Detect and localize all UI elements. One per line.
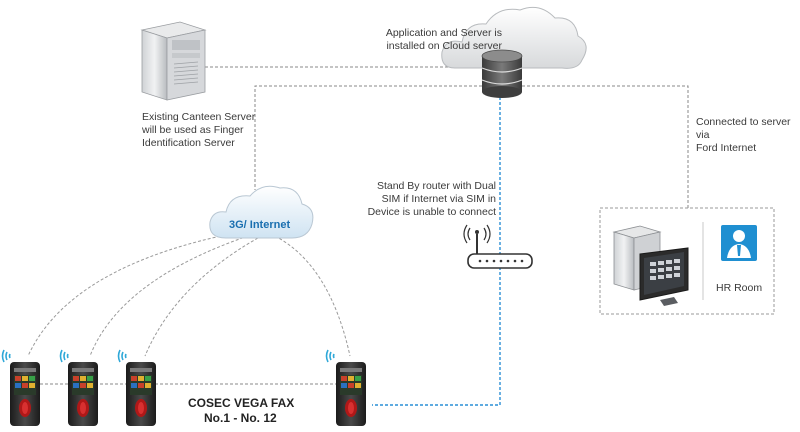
standby-router-label: Stand By router with Dual SIM if Interne… [367, 180, 496, 218]
link-cloud-to-device-blue [372, 97, 501, 406]
canteen-server-label: Existing Canteen Server will be used as … [142, 111, 256, 149]
link-internet-to-device-2 [89, 235, 249, 357]
wifi-signal-icon [59, 349, 69, 363]
wifi-signal-icon [325, 349, 335, 363]
wifi-signal-icon [117, 349, 127, 363]
desktop-computer-icon [612, 225, 689, 306]
internet-cloud-icon [209, 185, 314, 239]
fingerprint-device-1 [1, 349, 40, 426]
link-cloud-to-hr [522, 85, 689, 208]
fingerprint-device-4 [325, 349, 366, 426]
connections [27, 66, 689, 406]
device-name-label: COSEC VEGA FAX [188, 396, 295, 410]
link-internet-to-device-4 [274, 235, 351, 357]
fingerprint-device-3 [117, 349, 156, 426]
tower-server-icon [140, 21, 207, 101]
link-cloud-to-internet [254, 85, 482, 190]
wifi-signal-icon [1, 349, 11, 363]
ford-internet-label: Connected to server via Ford Internet [696, 116, 791, 154]
link-internet-to-device-1 [27, 231, 241, 357]
fingerprint-device-2 [59, 349, 98, 426]
cloud-icon [441, 6, 587, 69]
database-icon [481, 49, 523, 98]
link-internet-to-device-3 [144, 237, 259, 357]
hr-room-label: HR Room [716, 282, 763, 294]
router-icon [463, 224, 533, 269]
device-range-label: No.1 - No. 12 [204, 411, 277, 425]
cloud-server-label: Application and Server is installed on C… [385, 27, 502, 52]
user-icon [721, 225, 757, 261]
internet-cloud-label: 3G/ Internet [229, 219, 291, 231]
